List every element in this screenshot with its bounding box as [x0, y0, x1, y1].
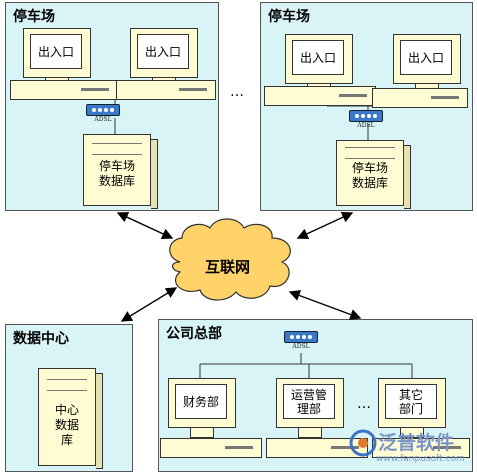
watermark-url: www.fanpusoft.com — [376, 454, 465, 464]
pc-base — [266, 438, 368, 458]
more-parking-ellipsis: … — [230, 84, 244, 100]
watermark: 泛普软件 www.fanpusoft.com — [346, 424, 474, 470]
modem-label: ADSL — [292, 343, 310, 350]
entrance-pc-monitor: 出入口 — [23, 28, 91, 88]
panel-title: 公司总部 — [166, 326, 222, 342]
entrance-label: 出入口 — [30, 34, 82, 69]
pc-base — [264, 86, 376, 106]
entrance-pc-monitor: 出入口 — [130, 28, 198, 88]
internet-label: 互联网 — [205, 258, 251, 276]
pc-base — [10, 80, 118, 100]
panel-title: 停车场 — [268, 9, 310, 25]
adsl-modem-icon: ADSL — [86, 104, 120, 126]
operations-pc-monitor: 运营管 理部 — [276, 378, 344, 438]
parking-database-server-icon: 停车场 数据库 — [336, 140, 411, 209]
other-dept-pc-monitor: 其它 部门 — [378, 378, 446, 438]
pc-base — [372, 438, 470, 458]
modem-label: ADSL — [357, 122, 375, 129]
entrance-pc-monitor: 出入口 — [285, 34, 353, 94]
entrance-label: 出入口 — [292, 40, 344, 75]
entrance-label: 出入口 — [400, 40, 452, 75]
entrance-pc-monitor: 出入口 — [393, 34, 461, 94]
watermark-brand: 泛普软件 — [378, 432, 455, 454]
central-database-server-icon: 中心 数据 库 — [38, 368, 103, 469]
finance-pc-monitor: 财务部 — [168, 378, 236, 438]
internet-cloud-icon — [169, 218, 291, 301]
pc-base — [372, 88, 468, 108]
adsl-modem-icon: ADSL — [349, 110, 383, 132]
modem-label: ADSL — [94, 116, 112, 123]
pc-base — [160, 438, 262, 458]
department-label: 其它 部门 — [385, 384, 437, 419]
fanpu-logo-icon — [349, 429, 377, 457]
pc-base — [116, 80, 216, 100]
server-label: 中心 数据 库 — [54, 403, 79, 447]
department-label: 运营管 理部 — [283, 384, 335, 419]
panel-title: 数据中心 — [13, 331, 69, 347]
department-label: 财务部 — [175, 384, 227, 419]
panel-title: 停车场 — [13, 9, 55, 25]
adsl-modem-icon: ADSL — [284, 331, 318, 353]
parking-database-server-icon: 停车场 数据库 — [83, 134, 158, 209]
server-label: 停车场 数据库 — [98, 159, 135, 188]
entrance-label: 出入口 — [137, 34, 189, 69]
more-departments-ellipsis: … — [357, 396, 371, 412]
server-label: 停车场 数据库 — [351, 161, 388, 190]
